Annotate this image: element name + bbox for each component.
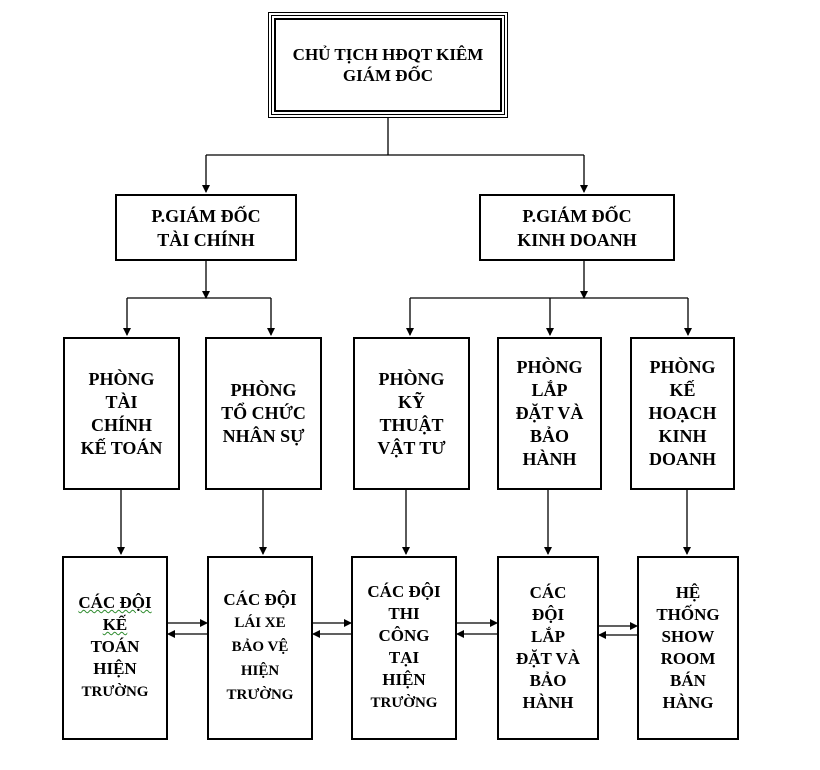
label-dept-installation-warranty: PHÒNG LẮP ĐẶT VÀ BẢO HÀNH bbox=[515, 357, 584, 469]
box-dept-finance-accounting: PHÒNG TÀI CHÍNH KẾ TOÁN bbox=[63, 337, 180, 490]
label-deputy-director-business: P.GIÁM ĐỐC KINH DOANH bbox=[517, 205, 637, 250]
box-team-installation-warranty: CÁC ĐỘI LẮP ĐẶT VÀ BẢO HÀNH bbox=[497, 556, 599, 740]
label-team4: CÁC ĐỘI LẮP ĐẶT VÀ BẢO HÀNH bbox=[515, 583, 581, 712]
label-dept-business-planning: PHÒNG KẾ HOẠCH KINH DOANH bbox=[648, 357, 717, 469]
label-dept-technical-materials: PHÒNG KỸ THUẬT VẬT TƯ bbox=[377, 368, 446, 458]
box-team-drivers-security: CÁC ĐỘI LÁI XE BẢO VỆ HIỆN TRƯỜNG bbox=[207, 556, 313, 740]
box-deputy-director-business: P.GIÁM ĐỐC KINH DOANH bbox=[479, 194, 675, 261]
label-dept-organization-hr: PHÒNG TỔ CHỨC NHÂN SỰ bbox=[221, 380, 306, 446]
label-team1-d: TRƯỜNG bbox=[81, 684, 149, 700]
label-dept-finance-accounting: PHÒNG TÀI CHÍNH KẾ TOÁN bbox=[80, 368, 163, 458]
team-field-accounting-text: CÁC ĐỘI KẾ TOÁN HIỆN TRƯỜNG bbox=[78, 592, 151, 704]
label-deputy-director-finance: P.GIÁM ĐỐC TÀI CHÍNH bbox=[151, 205, 261, 250]
box-dept-installation-warranty: PHÒNG LẮP ĐẶT VÀ BẢO HÀNH bbox=[497, 337, 602, 490]
box-showroom-system: HỆ THỐNG SHOW ROOM BÁN HÀNG bbox=[637, 556, 739, 740]
label-team2-sub: LÁI XE BẢO VỆ HIỆN TRƯỜNG bbox=[226, 615, 294, 703]
label-chairman-director: CHỦ TỊCH HĐQT KIÊM GIÁM ĐỐC bbox=[292, 45, 484, 85]
team-drivers-security-text: CÁC ĐỘI LÁI XE BẢO VỆ HIỆN TRƯỜNG bbox=[223, 589, 296, 707]
label-team3-b: TRƯỜNG bbox=[370, 695, 438, 711]
label-team3-a: CÁC ĐỘI THI CÔNG TẠI HIỆN bbox=[367, 582, 441, 689]
label-team1-c: TOÁN HIỆN bbox=[90, 637, 140, 678]
label-team2-title: CÁC ĐỘI bbox=[223, 590, 297, 609]
box-dept-business-planning: PHÒNG KẾ HOẠCH KINH DOANH bbox=[630, 337, 735, 490]
label-team1-b: KẾ bbox=[102, 615, 128, 634]
box-chairman-director: CHỦ TỊCH HĐQT KIÊM GIÁM ĐỐC bbox=[268, 12, 508, 118]
box-deputy-director-finance: P.GIÁM ĐỐC TÀI CHÍNH bbox=[115, 194, 297, 261]
box-team-field-accounting: CÁC ĐỘI KẾ TOÁN HIỆN TRƯỜNG bbox=[62, 556, 168, 740]
box-dept-technical-materials: PHÒNG KỸ THUẬT VẬT TƯ bbox=[353, 337, 470, 490]
label-team1-a: CÁC ĐỘI bbox=[78, 593, 152, 612]
box-team-field-construction: CÁC ĐỘI THI CÔNG TẠI HIỆN TRƯỜNG bbox=[351, 556, 457, 740]
box-dept-organization-hr: PHÒNG TỔ CHỨC NHÂN SỰ bbox=[205, 337, 322, 490]
label-team5: HỆ THỐNG SHOW ROOM BÁN HÀNG bbox=[656, 583, 720, 712]
team-field-construction-text: CÁC ĐỘI THI CÔNG TẠI HIỆN TRƯỜNG bbox=[367, 581, 440, 715]
